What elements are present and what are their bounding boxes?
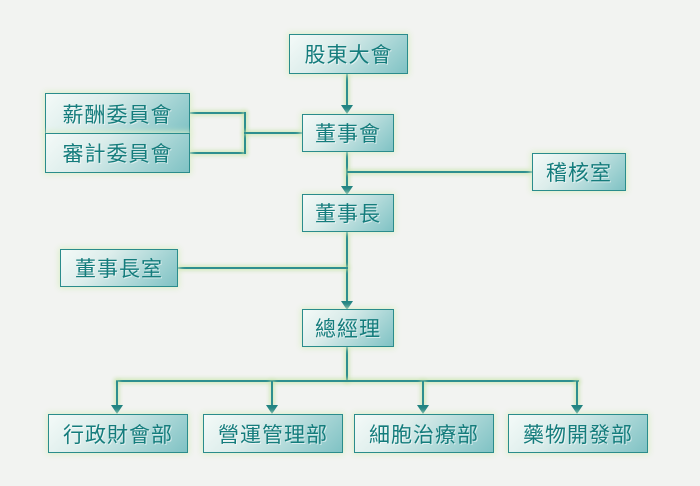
org-node-dept-drug-development: 藥物開發部 (508, 414, 648, 453)
edge-dept-cell-therapy-line (422, 381, 424, 406)
org-node-chairman: 董事長 (302, 194, 394, 232)
edge-dept-admin-finance-line (116, 381, 118, 406)
edge-dept-cell-therapy-arrowhead-icon (417, 405, 429, 414)
edge-shareholders-board-line (346, 73, 348, 106)
edge-departments-distribution-line (116, 380, 579, 382)
edge-dept-drug-development-arrowhead-icon (571, 405, 583, 414)
edge-audit-committee-line (190, 152, 245, 154)
org-node-board-of-directors: 董事會 (302, 114, 394, 152)
org-node-audit-office: 稽核室 (532, 153, 626, 191)
edge-chairman-office-line (178, 267, 348, 269)
edge-dept-operations-arrowhead-icon (266, 405, 278, 414)
org-node-dept-admin-finance: 行政財會部 (48, 414, 188, 453)
edge-general-manager-trunk-line (346, 347, 348, 382)
edge-dept-drug-development-line (576, 381, 578, 406)
edge-compensation-committee-line (190, 112, 245, 114)
edge-board-chairman-arrowhead-icon (341, 186, 353, 195)
edge-dept-admin-finance-arrowhead-icon (111, 405, 123, 414)
org-node-compensation-committee: 薪酬委員會 (45, 93, 190, 134)
org-node-dept-cell-therapy: 細胞治療部 (354, 414, 494, 453)
edge-committees-board-line (244, 132, 303, 134)
edge-board-audit-office-line (347, 171, 532, 173)
org-node-dept-operations: 營運管理部 (203, 414, 343, 453)
edge-chairman-general-manager-arrowhead-icon (341, 301, 353, 310)
edge-board-chairman-line (346, 152, 348, 187)
edge-dept-operations-line (271, 381, 273, 406)
edge-shareholders-board-arrowhead-icon (341, 105, 353, 114)
org-node-chairman-office: 董事長室 (60, 249, 178, 287)
org-node-audit-committee: 審計委員會 (45, 133, 190, 173)
org-node-general-manager: 總經理 (302, 309, 394, 347)
org-node-shareholders-meeting: 股東大會 (289, 34, 408, 74)
